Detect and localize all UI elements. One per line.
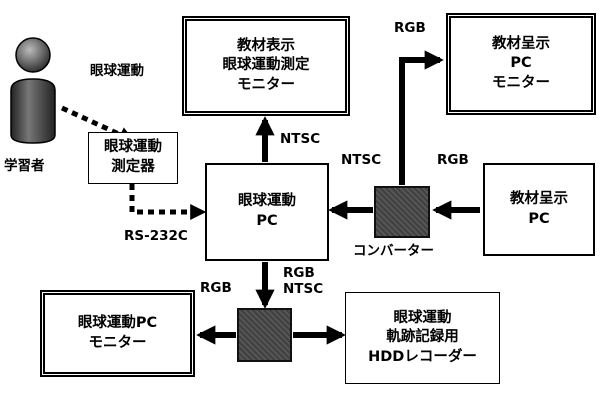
eye-pc-line1: 眼球運動: [238, 193, 296, 210]
display-monitor-line2: 眼球運動測定: [222, 57, 310, 74]
splitter-unit: [237, 308, 292, 362]
eye-tracker-line1: 眼球運動: [104, 139, 162, 156]
signal-rgb-top: RGB: [394, 20, 426, 36]
rgb-to-monitor-arrow: [399, 50, 444, 185]
presentation-monitor-line3: モニター: [492, 74, 550, 91]
eye-pc-box: 眼球運動 PC: [205, 163, 329, 261]
hdd-recorder-line2: 軌跡記録用: [386, 329, 459, 346]
learner-label: 学習者: [4, 158, 45, 174]
presentation-monitor-line1: 教材呈示: [492, 35, 550, 52]
signal-rgb-down: RGB: [283, 265, 315, 281]
converter-unit: [374, 186, 430, 238]
learner-figure: [10, 37, 56, 144]
converter-label: コンバーター: [353, 243, 434, 259]
hdd-recorder-line3: HDDレコーダー: [368, 348, 477, 365]
gaze-arrow: [60, 105, 135, 143]
signal-rgb-right: RGB: [437, 152, 469, 168]
signal-ntsc-converter: NTSC: [341, 152, 382, 168]
eye-pc-monitor-line1: 眼球運動PC: [77, 314, 158, 331]
display-monitor-line1: 教材表示: [237, 37, 295, 54]
presentation-monitor-box: 教材呈示 PC モニター: [446, 13, 596, 115]
signal-ntsc-up: NTSC: [280, 131, 321, 147]
signal-rgb-left: RGB: [200, 280, 232, 296]
eye-tracker-line2: 測定器: [111, 159, 155, 175]
rs232c-line: [129, 184, 207, 221]
presentation-pc-box: 教材呈示 PC: [483, 163, 595, 256]
presentation-monitor-line2: PC: [510, 55, 532, 72]
eye-tracker-box: 眼球運動 測定器: [88, 132, 178, 184]
signal-rs232c: RS-232C: [124, 228, 188, 244]
hdd-recorder-box: 眼球運動 軌跡記録用 HDDレコーダー: [345, 292, 500, 384]
eye-pc-monitor-box: 眼球運動PC モニター: [40, 290, 195, 377]
presentation-pc-line2: PC: [528, 210, 550, 227]
eye-pc-line2: PC: [256, 213, 278, 229]
eye-movement-label: 眼球運動: [90, 63, 144, 79]
display-monitor-line3: モニター: [237, 76, 295, 93]
eye-pc-monitor-line2: モニター: [88, 334, 147, 351]
display-monitor-box: 教材表示 眼球運動測定 モニター: [182, 16, 350, 116]
hdd-recorder-line1: 眼球運動: [393, 309, 452, 326]
signal-ntsc-down: NTSC: [283, 281, 324, 297]
presentation-pc-line1: 教材呈示: [510, 190, 568, 207]
